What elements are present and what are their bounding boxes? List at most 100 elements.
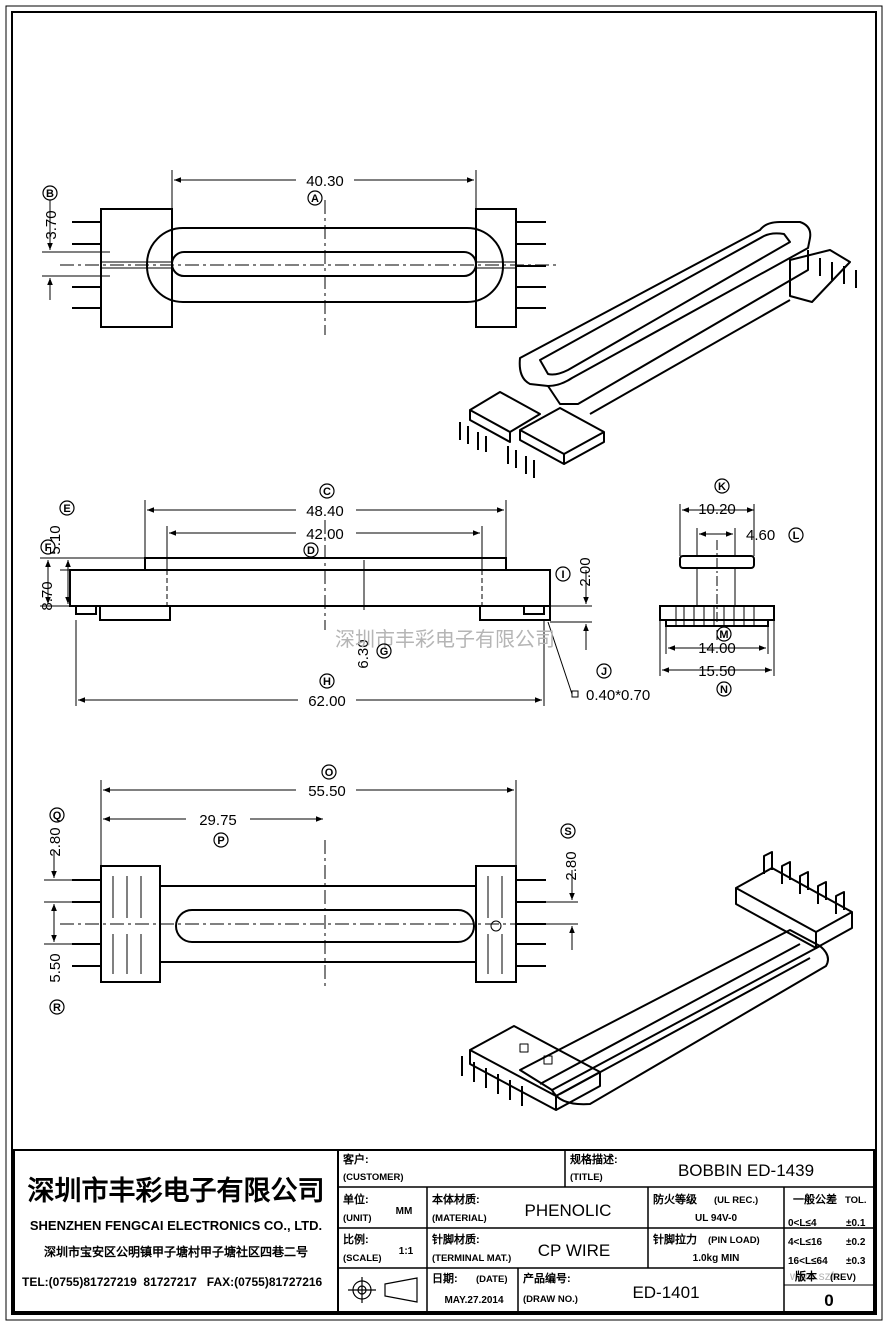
svg-text:P: P bbox=[217, 835, 224, 847]
dim-l-value: 4.60 bbox=[746, 527, 775, 544]
material-label-cn: 本体材质: bbox=[432, 1192, 480, 1206]
label-i: I bbox=[555, 566, 571, 582]
dimension-k bbox=[679, 504, 755, 556]
tolerance-value-3: ±0.3 bbox=[846, 1256, 866, 1267]
unit-label-en: (UNIT) bbox=[343, 1213, 372, 1224]
label-b: B bbox=[42, 185, 58, 201]
dimension-i bbox=[550, 570, 592, 650]
dim-a-value: 40.30 bbox=[306, 173, 344, 190]
website-watermark: www.szfc... bbox=[789, 1269, 850, 1283]
tolerance-value-1: ±0.1 bbox=[846, 1218, 866, 1229]
svg-text:B: B bbox=[46, 188, 54, 200]
draw-no-label-en: (DRAW NO.) bbox=[523, 1294, 578, 1305]
draw-no-label-cn: 产品编号: bbox=[523, 1271, 571, 1285]
terminal-value: CP WIRE bbox=[538, 1241, 610, 1260]
svg-text:I: I bbox=[561, 569, 564, 581]
date-value: MAY.27.2014 bbox=[444, 1295, 504, 1306]
flame-label-cn: 防火等级 bbox=[653, 1192, 698, 1206]
company-name-cn: 深圳市丰彩电子有限公司 bbox=[28, 1175, 325, 1207]
dimension-a bbox=[171, 170, 477, 215]
dim-f-value: 8.70 bbox=[39, 581, 56, 610]
title-label-en: (TITLE) bbox=[570, 1172, 603, 1183]
flame-label-en: (UL REC.) bbox=[714, 1195, 758, 1206]
label-r: R bbox=[49, 999, 65, 1015]
bottom-view bbox=[60, 840, 560, 990]
terminal-label-cn: 针脚材质: bbox=[432, 1232, 480, 1246]
label-o: O bbox=[321, 764, 337, 780]
svg-text:H: H bbox=[323, 676, 331, 688]
company-contact: TEL:(0755)81727219 81727217 FAX:(0755)81… bbox=[22, 1275, 323, 1289]
dim-s-value: 2.80 bbox=[563, 851, 580, 880]
top-view bbox=[60, 200, 560, 335]
svg-text:S: S bbox=[564, 826, 571, 838]
label-a: A bbox=[307, 190, 323, 206]
scale-value: 1:1 bbox=[399, 1246, 414, 1257]
svg-text:R: R bbox=[53, 1002, 61, 1014]
dim-i-value: 2.00 bbox=[577, 557, 594, 586]
dimension-e-f bbox=[40, 557, 145, 607]
dim-e-value: 5.10 bbox=[47, 525, 64, 554]
dim-h-value: 62.00 bbox=[308, 693, 346, 710]
svg-text:E: E bbox=[63, 503, 70, 515]
dimension-h bbox=[75, 620, 545, 706]
scale-label-cn: 比例: bbox=[343, 1232, 369, 1246]
company-address: 深圳市宝安区公明镇甲子塘村甲子塘社区四巷二号 bbox=[44, 1244, 308, 1259]
watermark: 深圳市丰彩电子有限公司 bbox=[335, 628, 555, 651]
svg-text:C: C bbox=[323, 486, 331, 498]
label-c: C bbox=[319, 483, 335, 499]
label-q: Q bbox=[49, 807, 65, 823]
dim-c-value: 48.40 bbox=[306, 503, 344, 520]
material-value: PHENOLIC bbox=[525, 1201, 612, 1220]
dimension-m-n bbox=[659, 620, 775, 676]
unit-label-cn: 单位: bbox=[343, 1192, 369, 1206]
dimension-b bbox=[42, 200, 110, 300]
customer-label-en: (CUSTOMER) bbox=[343, 1172, 404, 1183]
svg-text:M: M bbox=[719, 629, 728, 641]
company-name-en: SHENZHEN FENGCAI ELECTRONICS CO., LTD. bbox=[30, 1218, 322, 1233]
svg-text:J: J bbox=[601, 666, 607, 678]
tolerance-value-2: ±0.2 bbox=[846, 1237, 866, 1248]
dim-k-value: 10.20 bbox=[698, 501, 736, 518]
pin-load-value: 1.0kg MIN bbox=[693, 1253, 740, 1264]
label-n: N bbox=[716, 681, 732, 697]
pin-load-label-en: (PIN LOAD) bbox=[708, 1235, 760, 1246]
svg-text:D: D bbox=[307, 545, 315, 557]
dim-p-value: 29.75 bbox=[199, 812, 237, 829]
title-value: BOBBIN ED-1439 bbox=[678, 1161, 814, 1180]
tolerance-label-cn: 一般公差 bbox=[793, 1192, 837, 1206]
dim-j-value: 0.40*0.70 bbox=[586, 687, 650, 704]
dim-m-value: 14.00 bbox=[698, 640, 736, 657]
title-block bbox=[13, 1149, 875, 1313]
tolerance-range-2: 4<L≤16 bbox=[788, 1237, 823, 1248]
svg-text:G: G bbox=[380, 646, 389, 658]
label-s: S bbox=[560, 823, 576, 839]
svg-text:L: L bbox=[793, 530, 800, 542]
isometric-view-bottom bbox=[461, 851, 853, 1111]
dimension-d bbox=[166, 526, 483, 558]
flame-value: UL 94V-0 bbox=[695, 1213, 737, 1224]
reference-labels: A B C D E F G H I J K L M N O P Q R S bbox=[40, 185, 804, 1015]
label-l: L bbox=[788, 527, 804, 543]
label-f: F bbox=[40, 539, 56, 555]
dimension-q-r bbox=[44, 850, 72, 945]
dim-r-value: 5.50 bbox=[47, 953, 64, 982]
dim-d-value: 42.00 bbox=[306, 526, 344, 543]
dim-g-value: 6.30 bbox=[355, 639, 372, 668]
pin-load-label-cn: 针脚拉力 bbox=[653, 1232, 697, 1246]
rev-label-en: (REV) bbox=[830, 1272, 856, 1283]
unit-value: MM bbox=[396, 1206, 413, 1217]
terminal-label-en: (TERMINAL MAT.) bbox=[432, 1253, 511, 1264]
dimension-j bbox=[547, 621, 579, 698]
svg-text:Q: Q bbox=[53, 810, 62, 822]
dim-o-value: 55.50 bbox=[308, 783, 346, 800]
dimension-l bbox=[696, 528, 736, 556]
label-m: M bbox=[716, 626, 732, 642]
svg-text:F: F bbox=[45, 542, 52, 554]
customer-label-cn: 客户: bbox=[342, 1152, 369, 1166]
rev-value: 0 bbox=[824, 1291, 833, 1310]
rev-label-cn: 版本 bbox=[795, 1269, 817, 1283]
title-label-cn: 规格描述: bbox=[570, 1152, 618, 1166]
side-view bbox=[659, 540, 775, 640]
